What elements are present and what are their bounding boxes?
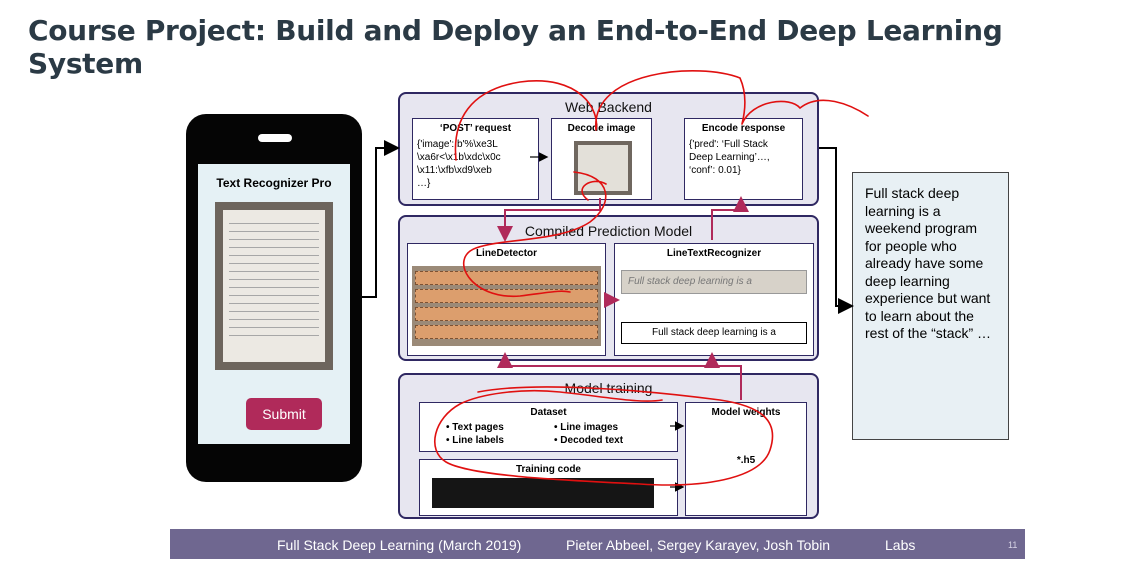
training-code-card: Training code xyxy=(419,459,678,516)
web-backend-title: Web Backend xyxy=(565,99,652,115)
dataset-item: Decoded text xyxy=(560,435,624,446)
post-line: {'image': b'%\xe3L xyxy=(417,139,498,150)
post-line: …} xyxy=(417,178,431,189)
phone-mockup: Text Recognizer Pro Submit xyxy=(186,114,362,482)
post-line: \xa6r<\x1b\xdc\x0c xyxy=(417,152,501,163)
prediction-output-box: Full stack deep learning is a weekend pr… xyxy=(852,172,1009,440)
encode-line: Deep Learning’…, xyxy=(689,152,770,163)
footer-bar: Full Stack Deep Learning (March 2019) Pi… xyxy=(170,529,1025,559)
line-text-recognizer-title: LineTextRecognizer xyxy=(666,248,762,259)
app-title: Text Recognizer Pro xyxy=(216,176,332,190)
dataset-card: Dataset • Text pages • Line labels • Lin… xyxy=(419,402,678,452)
encode-response-card: Encode response {'pred': ‘Full Stack Dee… xyxy=(684,118,803,200)
post-request-card: ‘POST’ request {'image': b'%\xe3L \xa6r<… xyxy=(412,118,539,200)
encode-response-body: {'pred': ‘Full Stack Deep Learning’…, ‘c… xyxy=(689,138,798,177)
backend-to-output-arrow xyxy=(819,147,854,314)
training-code-title: Training code xyxy=(515,464,581,475)
footer-authors: Pieter Abbeel, Sergey Karayev, Josh Tobi… xyxy=(566,537,831,553)
submit-button[interactable]: Submit xyxy=(246,398,322,430)
footer-course: Full Stack Deep Learning (March 2019) xyxy=(277,537,522,553)
model-training-box: Model training Dataset • Text pages • Li… xyxy=(398,373,819,519)
dataset-item: Line labels xyxy=(452,435,504,446)
line-image: Full stack deep learning is a xyxy=(621,270,807,294)
post-line: \x11:\xfb\xd9\xeb xyxy=(417,165,492,176)
dataset-list-left: • Text pages • Line labels xyxy=(446,422,504,446)
encode-line: ‘conf’: 0.01} xyxy=(689,165,741,176)
phone-to-backend-arrow xyxy=(362,140,400,298)
handwriting-photo xyxy=(215,202,333,370)
compiled-model-title: Compiled Prediction Model xyxy=(524,223,693,239)
line-detector-title: LineDetector xyxy=(475,248,538,259)
dataset-item: Text pages xyxy=(452,422,504,433)
decode-image-title: Decode image xyxy=(567,123,636,134)
compiled-prediction-model-box: Compiled Prediction Model LineDetector L… xyxy=(398,215,819,361)
line-detector-image xyxy=(412,266,601,346)
web-backend-box: Web Backend ‘POST’ request {'image': b'%… xyxy=(398,92,819,206)
dataset-title: Dataset xyxy=(530,407,567,418)
decoded-image-thumbnail xyxy=(574,141,632,195)
recognized-text: Full stack deep learning is a xyxy=(621,322,807,344)
page-number: 11 xyxy=(1008,540,1018,550)
encode-line: {'pred': ‘Full Stack xyxy=(689,139,768,150)
dataset-list-right: • Line images • Decoded text xyxy=(554,422,624,446)
phone-speaker xyxy=(258,134,292,142)
encode-response-title: Encode response xyxy=(701,123,786,134)
model-weights-card: Model weights *.h5 xyxy=(685,402,807,516)
phone-screen: Text Recognizer Pro Submit xyxy=(198,164,350,444)
model-training-title: Model training xyxy=(564,380,653,396)
dataset-item: Line images xyxy=(560,422,619,433)
slide-title: Course Project: Build and Deploy an End-… xyxy=(28,14,1003,80)
code-snippet-image xyxy=(432,478,654,508)
weights-file: *.h5 xyxy=(736,455,756,466)
post-request-title: ‘POST’ request xyxy=(439,123,512,134)
line-detector-card: LineDetector xyxy=(407,243,606,356)
post-request-body: {'image': b'%\xe3L \xa6r<\x1b\xdc\x0c \x… xyxy=(417,138,534,190)
footer-labs: Labs xyxy=(885,537,916,553)
model-weights-title: Model weights xyxy=(711,407,781,418)
line-text-recognizer-card: LineTextRecognizer Full stack deep learn… xyxy=(614,243,814,356)
decode-image-card: Decode image xyxy=(551,118,652,200)
